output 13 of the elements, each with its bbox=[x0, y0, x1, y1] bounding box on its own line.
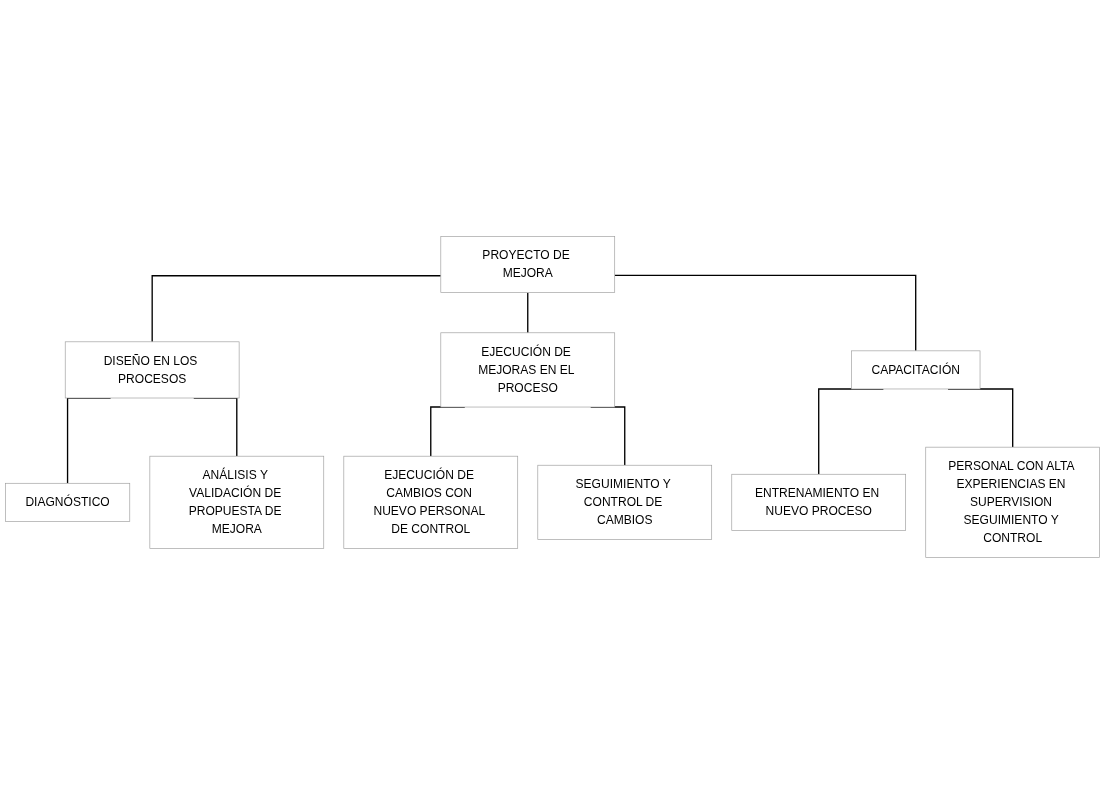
connector bbox=[527, 291, 529, 334]
node-box: DISEÑO EN LOS PROCESOS bbox=[64, 341, 240, 399]
node-box: SEGUIMIENTO Y CONTROL DE CAMBIOS bbox=[537, 464, 713, 540]
node-box: EJECUCIÓN DE MEJORAS EN EL PROCESO bbox=[440, 332, 616, 408]
node-box: ANÁLISIS Y VALIDACIÓN DE PROPUESTA DE MEJORA bbox=[149, 455, 325, 549]
node-box: ENTRENAMIENTO EN NUEVO PROCESO bbox=[731, 473, 906, 531]
node-box: EJECUCIÓN DE CAMBIOS CON NUEVO PERSONAL DE CONTROL bbox=[343, 455, 519, 549]
node-box: CAPACITACIÓN bbox=[851, 350, 981, 390]
connector bbox=[151, 275, 442, 343]
connector bbox=[614, 274, 917, 352]
node-box: PROYECTO DE MEJORA bbox=[440, 236, 616, 293]
node-box: PERSONAL CON ALTA EXPERIENCIAS EN SUPERVISION SEGUIMIENTO Y CONTROL bbox=[925, 446, 1100, 558]
node-box: DIAGNÓSTICO bbox=[5, 482, 131, 522]
